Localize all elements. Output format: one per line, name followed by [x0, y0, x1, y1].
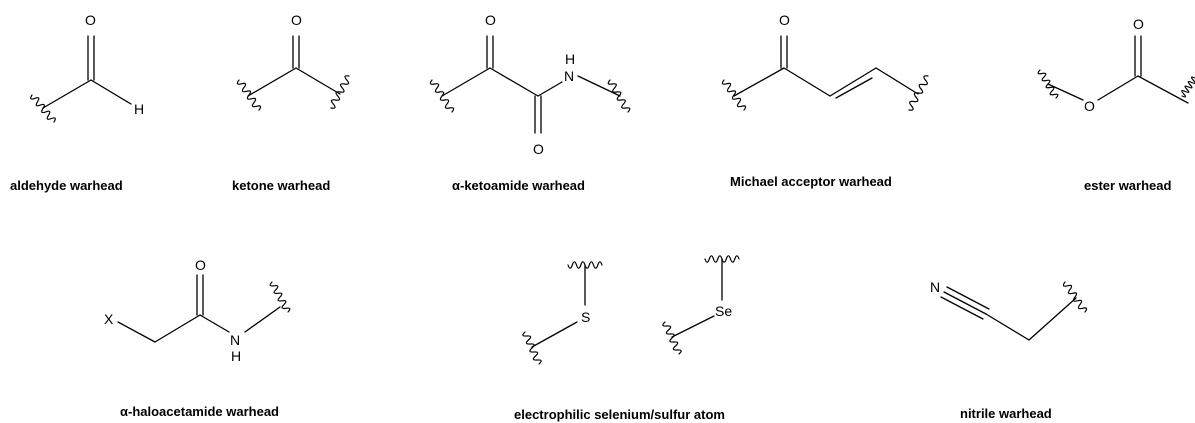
ketoamide-top-oxygen: O — [485, 12, 496, 28]
ketone-right-squiggle — [330, 75, 350, 109]
nitrile-caption: nitrile warhead — [960, 406, 1052, 421]
selenium-structure: Se — [662, 255, 740, 355]
selenium-sulfur-caption: electrophilic selenium/sulfur atom — [514, 407, 725, 422]
aldehyde-oxygen: O — [85, 12, 96, 28]
michael-acceptor-structure: O Michael acceptor warhead — [721, 12, 929, 189]
sulfur-structure: S — [522, 261, 603, 365]
selenium-atom: Se — [715, 303, 732, 319]
halogen-x: X — [104, 311, 114, 327]
haloacetamide-nitrogen: N — [230, 332, 240, 348]
michael-caption: Michael acceptor warhead — [730, 174, 892, 189]
nitrile-nitrogen: N — [930, 279, 940, 295]
ketone-caption: ketone warhead — [232, 178, 330, 193]
sulfur-atom: S — [581, 309, 590, 325]
ester-right-squiggle — [1181, 76, 1195, 98]
nitrile-squiggle — [1062, 281, 1088, 313]
haloacetamide-oxygen: O — [195, 257, 206, 273]
ketoamide-bottom-oxygen: O — [533, 141, 544, 157]
selenium-left-squiggle — [662, 321, 682, 355]
aldehyde-structure: O H aldehyde warhead — [10, 12, 144, 193]
ester-carbonyl-oxygen: O — [1133, 16, 1144, 32]
haloacetamide-structure: X O N H α-haloacetamide warhead — [104, 257, 291, 419]
haloacetamide-hydrogen: H — [231, 348, 241, 364]
ester-ether-oxygen: O — [1084, 98, 1095, 114]
ketone-oxygen: O — [291, 12, 302, 28]
michael-left-squiggle — [721, 79, 747, 111]
michael-right-squiggle — [908, 75, 929, 111]
ketoamide-structure: O O N H α-ketoamide warhead — [429, 12, 631, 193]
michael-oxygen: O — [779, 12, 790, 28]
ketoamide-nitrogen: N — [564, 68, 574, 84]
haloacetamide-caption: α-haloacetamide warhead — [120, 404, 279, 419]
aldehyde-caption: aldehyde warhead — [10, 178, 123, 193]
aldehyde-hydrogen: H — [134, 101, 144, 117]
nitrile-structure: N nitrile warhead — [930, 279, 1088, 421]
sulfur-left-squiggle — [522, 331, 542, 365]
ketone-structure: O ketone warhead — [232, 12, 350, 193]
ester-caption: ester warhead — [1084, 178, 1171, 193]
ketoamide-caption: α-ketoamide warhead — [452, 178, 585, 193]
ketoamide-hydrogen: H — [565, 51, 575, 67]
haloacetamide-squiggle — [269, 281, 291, 313]
ester-structure: O O ester warhead — [1037, 16, 1195, 193]
